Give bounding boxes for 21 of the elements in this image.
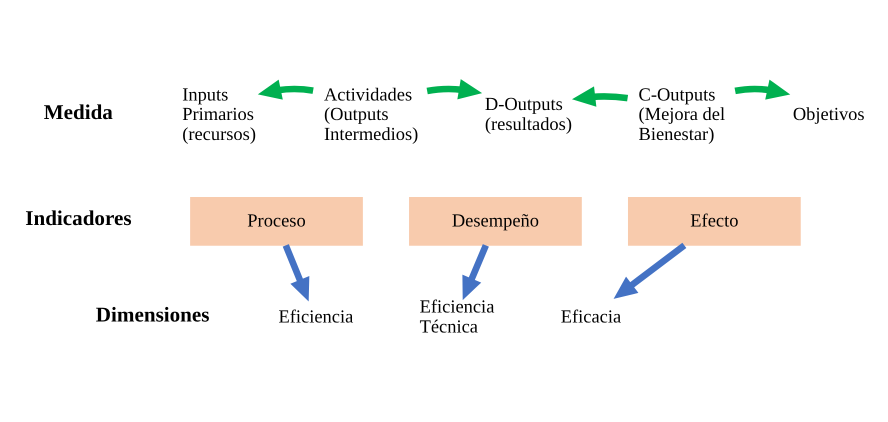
arrow: [258, 79, 314, 100]
arrow: [426, 78, 482, 99]
node-box: Proceso: [190, 196, 363, 246]
node-text: Inputs Primarios (recursos): [182, 84, 256, 144]
node-text: Eficiencia Técnica: [420, 296, 494, 336]
label: Indicadores: [25, 206, 132, 230]
arrow: [462, 244, 489, 300]
node-text: D-Outputs (resultados): [484, 94, 572, 134]
label: Medida: [44, 99, 113, 124]
arrow: [282, 244, 310, 301]
node-box: Efecto: [628, 196, 801, 246]
node-text: Eficacia: [560, 306, 622, 326]
node-text: C-Outputs (Mejora del Bienestar): [638, 84, 726, 144]
node-text: Eficiencia: [278, 306, 354, 326]
node-text: Objetivos: [792, 104, 865, 124]
arrow: [734, 79, 790, 100]
arrow: [614, 242, 686, 298]
label: Dimensiones: [96, 302, 210, 326]
node-box: Desempeño: [409, 196, 582, 246]
arrow: [572, 86, 628, 106]
node-text: Actividades (Outputs Intermedios): [324, 84, 418, 144]
